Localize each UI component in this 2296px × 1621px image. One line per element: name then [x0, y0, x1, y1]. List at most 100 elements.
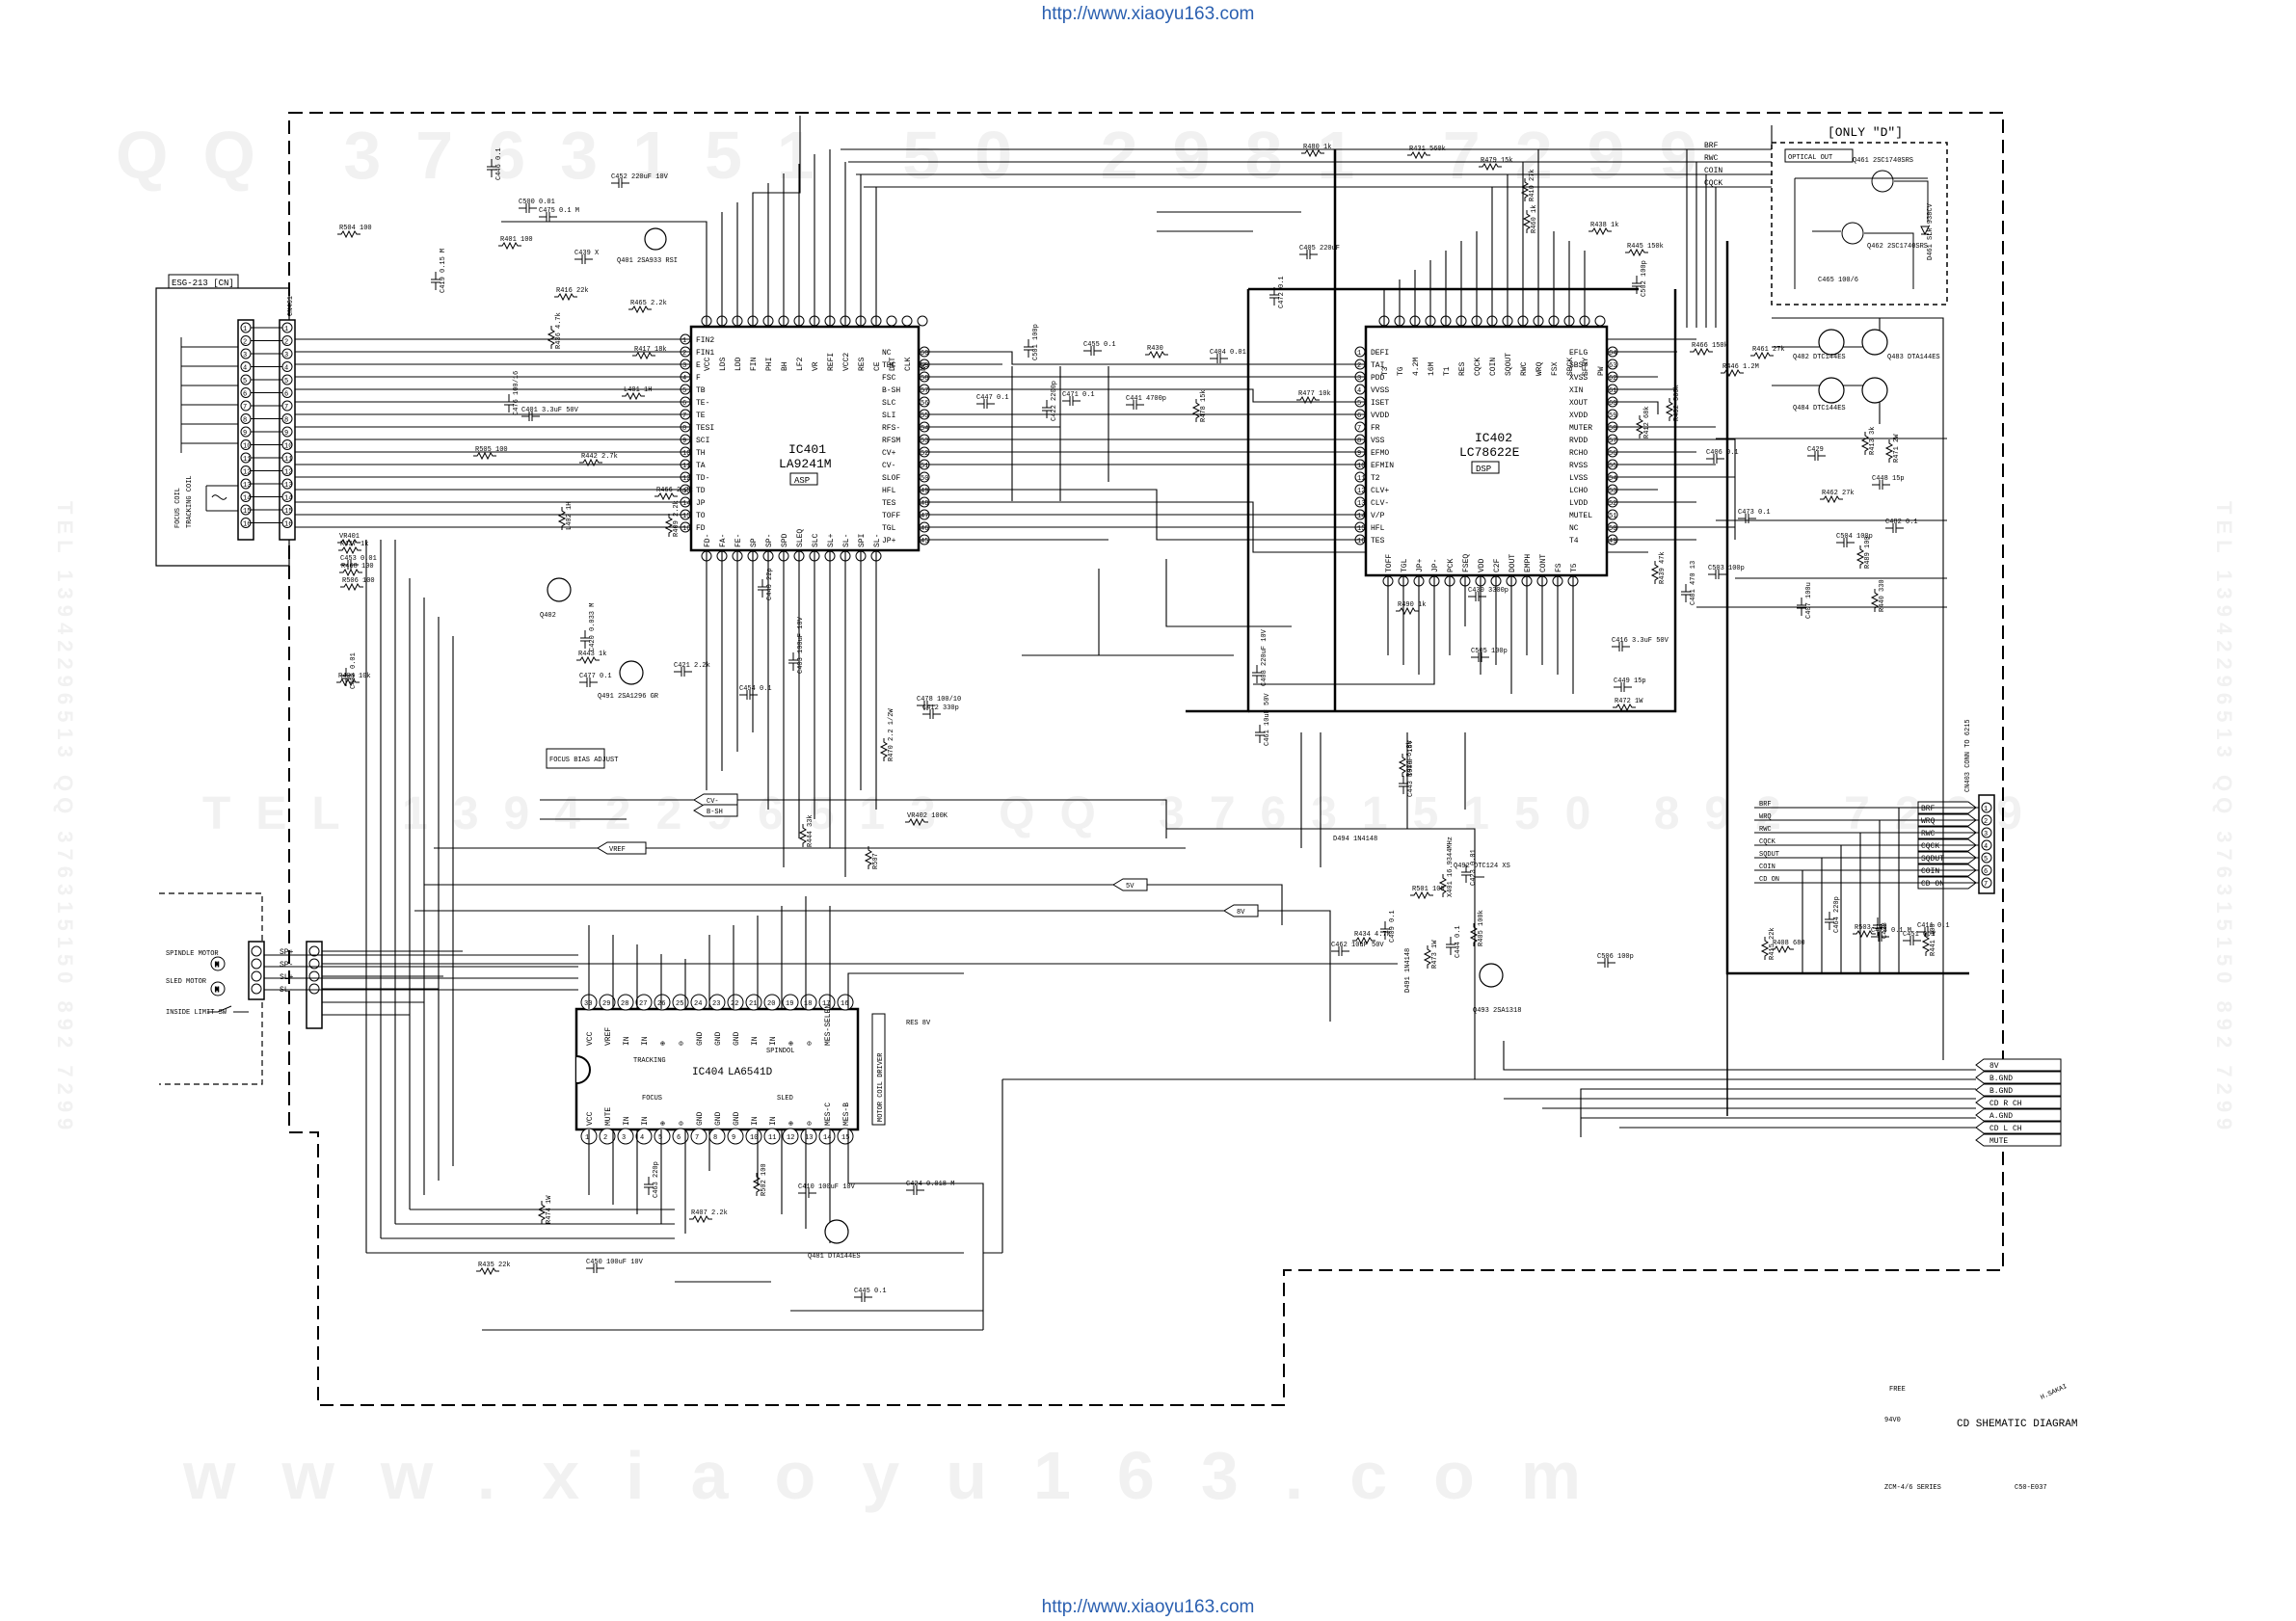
- output-signal-label: 8V: [1989, 1062, 1999, 1071]
- ic404-pin-label-bottom: ⊕: [659, 1121, 668, 1126]
- cn403-wire-label: CQCK: [1759, 838, 1776, 846]
- ic402-pin-number: 53: [1609, 488, 1616, 495]
- cn403-wire-label: CD ON: [1759, 876, 1779, 884]
- ic404-pin-label-bottom: IN: [769, 1116, 778, 1126]
- ic404-pin-label-bottom: VCC: [586, 1111, 595, 1126]
- ic402-pin-right: [1607, 509, 1618, 520]
- ic402-pin-left: [1354, 496, 1366, 508]
- pickup-pin-number: 16: [243, 521, 251, 529]
- component-label: C473 0.1: [1738, 509, 1771, 517]
- ic402-pin-number: 56: [1609, 450, 1616, 458]
- cn401-pin-number: 4: [284, 365, 288, 373]
- ic402-pin-label-left: VVDD: [1371, 412, 1389, 420]
- ic401-pin-number: 16: [682, 525, 690, 533]
- resistor-glyph: [864, 846, 873, 869]
- resistor-glyph: [798, 824, 808, 847]
- ic402-pin-label-top: 4.2M: [1412, 358, 1421, 376]
- ic402-pin-label-bottom: C2F: [1493, 558, 1502, 572]
- ic402-pin-number: 12: [1357, 488, 1365, 495]
- resistor-glyph: [1853, 929, 1876, 939]
- ic401-pin-number: 49: [921, 488, 928, 495]
- ic402-pin-number: 8: [1357, 438, 1361, 445]
- component-label: R480 1k: [1303, 144, 1331, 151]
- ic401-pin-label-top: CLK: [904, 357, 913, 371]
- output-flag: [1975, 1121, 2062, 1134]
- header-url[interactable]: http://www.xiaoyu163.com: [1041, 4, 1255, 24]
- ic404-pin-label-top: IN: [751, 1036, 760, 1046]
- capacitor-glyph: [906, 1185, 924, 1195]
- capacitor-glyph: [854, 1292, 872, 1302]
- ic402-pin-number: 4: [1357, 387, 1361, 395]
- resistor-glyph: [337, 229, 360, 239]
- component-label: C462 10uF 50V: [1331, 942, 1384, 949]
- footer-url[interactable]: http://www.xiaoyu163.com: [1041, 1597, 1255, 1617]
- capacitor-glyph: [1807, 451, 1826, 461]
- component-label: R442 2.7k: [581, 453, 618, 461]
- ic404-pin-label-bottom: GND: [733, 1111, 741, 1126]
- ic402-pin-label-top: T1: [1443, 366, 1452, 376]
- cn403-pin: [1981, 827, 1992, 838]
- component-label: C502 100p: [1641, 260, 1648, 297]
- capacitor-glyph: [1471, 652, 1489, 662]
- ic404-pin-label-bottom: MES-B: [842, 1103, 851, 1126]
- ic401-pin-right: [919, 396, 930, 408]
- ic404-pin-label-top: MES-SELEN: [824, 1004, 833, 1046]
- component-label: C412 330p: [922, 704, 959, 712]
- ic401-pin-number: 1: [682, 337, 686, 345]
- transistor-label: Q491 2SA1296 GR: [598, 693, 659, 701]
- component-label: C439 X: [574, 250, 600, 257]
- ic404-pin-number-bottom: 11: [768, 1134, 776, 1142]
- pickup-pin-number: 1: [243, 326, 247, 333]
- cn403-wire-label: SQDUT: [1759, 851, 1779, 859]
- capacitor-glyph: [1612, 642, 1630, 651]
- signal-flags: VREF 5V 8V CV- B-SH RES 8V FOCUS BIAS AD…: [546, 748, 1259, 1027]
- ic404-pin-number-top: 23: [712, 1000, 720, 1008]
- ic404-pin-top: [782, 994, 799, 1011]
- ic404-pin-number-bottom: 2: [603, 1134, 607, 1142]
- ic402-pin-label-right: SBSY: [1569, 361, 1588, 370]
- ic402-pin-label-right: LCHO: [1569, 487, 1588, 495]
- svg-text:M: M: [215, 987, 219, 995]
- title-free: FREE: [1889, 1386, 1906, 1394]
- title-main: CD SHEMATIC DIAGRAM: [1957, 1419, 2077, 1430]
- ic401-pin-label-bottom: FA-: [719, 534, 728, 547]
- resistor-glyph: [1398, 754, 1407, 777]
- pickup-pin-number: 15: [243, 508, 251, 516]
- ic401-pin-label-bottom: SPI: [858, 534, 867, 547]
- ic404-pin-bottom: [690, 1128, 707, 1145]
- component-label: R507: [872, 853, 880, 869]
- component-label: R461 27k: [1752, 346, 1785, 354]
- ic402-pin-label-top: SBCK: [1566, 358, 1575, 376]
- ic401-pin-label-left: TE-: [696, 399, 709, 408]
- capacitor-glyph: [1461, 864, 1471, 883]
- ic404-group-focus: FOCUS: [642, 1095, 662, 1103]
- ic404-pin-number-bottom: 9: [732, 1134, 735, 1142]
- ic401-pin-label-left: TESI: [696, 424, 714, 433]
- diode-d491: D491 1N4148: [1404, 948, 1412, 993]
- pickup-pin-number: 6: [243, 391, 247, 399]
- component-label: C448 15p: [1872, 475, 1905, 483]
- ic402-pin-number: 49: [1609, 538, 1616, 545]
- component-label: R438 1k: [1590, 222, 1618, 229]
- ic401-pin-label-right: HFL: [882, 487, 896, 495]
- ic401-pin-number: 6: [682, 400, 686, 408]
- resistor-glyph: [1665, 398, 1674, 421]
- capacitor-glyph: [521, 412, 540, 421]
- cn403-connector: CN403 CONN TO 6215 1BRFBRF2WRQWRQ3RWCRWC…: [1759, 719, 1995, 894]
- ic402-pin-number: 55: [1609, 463, 1616, 470]
- ic404-pin-number-bottom: 7: [695, 1134, 699, 1142]
- ic402-pin-label-left: VVSS: [1371, 386, 1389, 395]
- component-label: C422 2200p: [1051, 381, 1058, 421]
- resistor-glyph: [1750, 351, 1774, 360]
- component-label: R446 1.2M: [1722, 363, 1759, 371]
- ic401-pin-number: 11: [682, 463, 690, 470]
- ic402-pin-label-right: XIN: [1569, 386, 1584, 395]
- resistor-glyph: [1635, 415, 1644, 438]
- ic404-pin-label-bottom: MUTE: [604, 1107, 613, 1126]
- title-code: C50-E037: [2015, 1484, 2047, 1492]
- wiring: [264, 116, 1979, 1331]
- ic402-pin-number: 54: [1609, 475, 1616, 483]
- ic402-pin-label-left: V/P: [1371, 512, 1385, 520]
- component-label: C474 0.1 M: [1871, 927, 1911, 935]
